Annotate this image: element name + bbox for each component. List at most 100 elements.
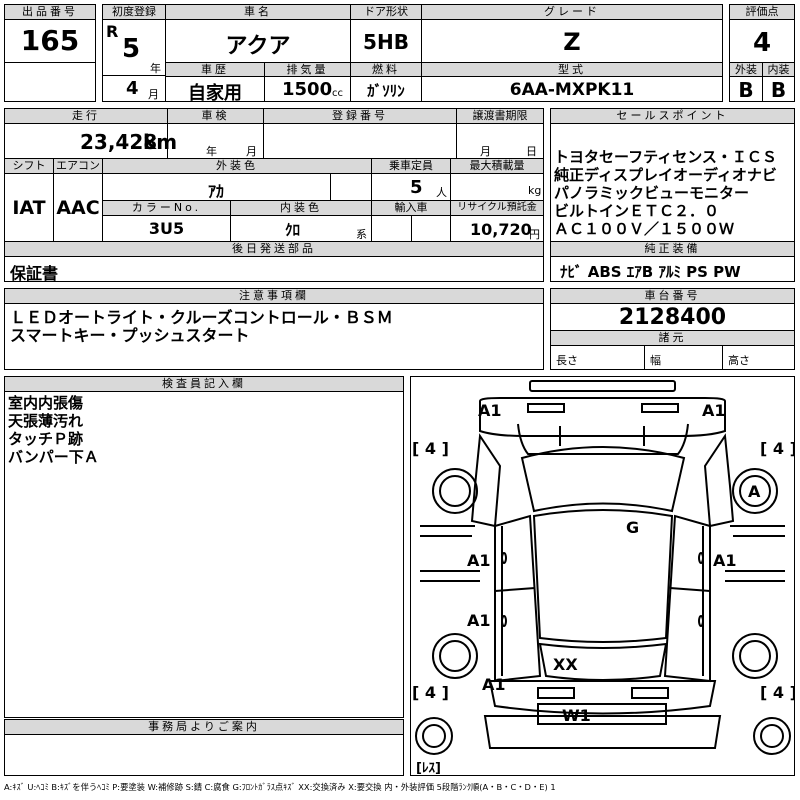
front-left-tire [432, 468, 478, 514]
interior-cell [762, 76, 795, 102]
tread-rear-right: [ 4 ] [760, 683, 795, 702]
ext-color: ｱｶ [207, 182, 224, 201]
left-body [494, 514, 542, 683]
mark-left-rear-door: A1 [467, 611, 491, 630]
tread-spare: [ﾚｽ] [416, 761, 441, 776]
persons-unit: 人 [436, 186, 447, 199]
lower-bumper [483, 715, 722, 749]
color-no: 3U5 [148, 219, 185, 238]
car-diagram: A1 A1 A G A1 A1 A1 XX A1 W1 [ 4 ] [ 4 ] … [412, 380, 795, 776]
ext-color-header: 外装色 [102, 158, 372, 174]
rear-left-tire [432, 633, 478, 679]
grade-header: グレード [421, 4, 723, 20]
front-right-tire [732, 468, 778, 514]
caution-header: 注意事項欄 [4, 288, 544, 304]
shift-header: シフト [4, 158, 54, 174]
spec-length-label: 長さ [556, 354, 578, 367]
model-header: 型式 [421, 62, 723, 77]
inspector-notes: 室内内張傷 天張薄汚れ タッチＰ跡 バンパー下Ａ [8, 394, 99, 466]
rear-right-tire [732, 633, 778, 679]
later-parts-header: 後日発送部品 [4, 241, 544, 257]
mileage-header: 走行 [4, 108, 168, 124]
mark-right-front-door: A1 [713, 551, 737, 570]
sales-point: 純正ディスプレイオーディオナビ [554, 166, 777, 184]
mark-rear-glass: XX [553, 655, 578, 674]
import-cell-split [411, 215, 451, 242]
office-header: 事務局よりご案内 [4, 719, 404, 735]
year-unit: 年 [150, 62, 161, 75]
caution-list: ＬＥＤオートライト・クルーズコントロール・ＢＳＭ スマートキー・プッシュスタート [10, 309, 393, 345]
ac: AAC [56, 197, 100, 219]
exterior-score: B [738, 78, 754, 102]
inspector-cell [4, 391, 404, 718]
score: 4 [752, 28, 772, 58]
sales-point: トヨタセーフティセンス・ＩＣＳ [554, 148, 777, 166]
interior-score: B [770, 78, 787, 102]
tread-front-right: [ 4 ] [760, 439, 795, 458]
history-header: 車歴 [165, 62, 265, 77]
int-color: ｸﾛ [284, 221, 300, 239]
mark-rear-bumper-left: A1 [482, 675, 506, 694]
caution-line: スマートキー・プッシュスタート [10, 326, 250, 345]
transfer-month-unit: 月 [480, 145, 491, 158]
ac-header: エアコン [53, 158, 103, 174]
exterior-header: 外装 [729, 62, 763, 77]
history: 自家用 [188, 83, 242, 104]
mark-roof: G [626, 518, 639, 537]
rear-glass [538, 642, 668, 681]
transfer-header: 譲渡書期限 [456, 108, 544, 124]
door-header: ドア形状 [350, 4, 422, 20]
int-color-header: 内装色 [230, 200, 372, 216]
rear-bumper [488, 680, 717, 715]
genuine-equipment: ﾅﾋﾞ ABS ｴｱB ｱﾙﾐ PS PW [560, 263, 741, 281]
interior-header: 内装 [762, 62, 795, 77]
mark-rear-bumper: W1 [562, 706, 591, 725]
shift: IAT [12, 197, 46, 219]
hood [517, 423, 689, 455]
spec-width-label: 幅 [650, 354, 661, 367]
inspector-note: 室内内張傷 [8, 394, 84, 412]
car-name: アクア [225, 34, 291, 59]
chassis-number: 2128400 [618, 305, 727, 330]
reg-year: 5 [122, 34, 141, 64]
model: 6AA-MXPK11 [509, 80, 635, 100]
caution-line: ＬＥＤオートライト・クルーズコントロール・ＢＳＭ [10, 308, 393, 327]
right-body [663, 514, 711, 683]
sales-point: ＡＣ１００Ｖ／１５００Ｗ [554, 220, 735, 238]
inspection-month-unit: 月 [246, 145, 257, 158]
office-cell [4, 734, 404, 776]
door-type: 5HB [363, 30, 409, 54]
mark-front-right-tire: A [748, 482, 761, 501]
color-no-header: カラーNo. [102, 200, 231, 216]
capacity: 5 [410, 177, 423, 198]
era-label: R [106, 22, 119, 41]
tread-rear-left: [ 4 ] [412, 683, 449, 702]
cc-unit: cc [332, 88, 343, 99]
later-parts: 保証書 [10, 264, 59, 283]
displacement: 1500 [282, 79, 333, 100]
mark-top-right: A1 [702, 401, 726, 420]
car-name-header: 車名 [165, 4, 351, 20]
windshield [520, 446, 686, 513]
right-fender [703, 433, 735, 528]
inspector-header: 検査員記入欄 [4, 376, 404, 392]
month-unit: 月 [148, 88, 159, 101]
lot-header: 出品番号 [4, 4, 96, 20]
rear-plate [537, 703, 667, 725]
max-load-header: 最大積載量 [450, 158, 544, 174]
score-header: 評価点 [729, 4, 795, 20]
chassis-header: 車台番号 [550, 288, 795, 304]
mileage: 23,428 [80, 130, 158, 154]
import-header: 輸入車 [371, 200, 451, 216]
grade: Z [563, 28, 581, 56]
yen-unit: 円 [529, 228, 540, 241]
inspector-note: タッチＰ跡 [8, 430, 84, 448]
left-fender [470, 433, 502, 528]
km-unit: km [143, 130, 178, 154]
tread-front-left: [ 4 ] [412, 439, 449, 458]
caution-cell [4, 303, 544, 370]
model-cell [421, 76, 723, 102]
first-reg-header: 初度登録 [102, 4, 166, 20]
reg-no-cell [263, 123, 457, 159]
kei-unit: 系 [356, 228, 367, 241]
